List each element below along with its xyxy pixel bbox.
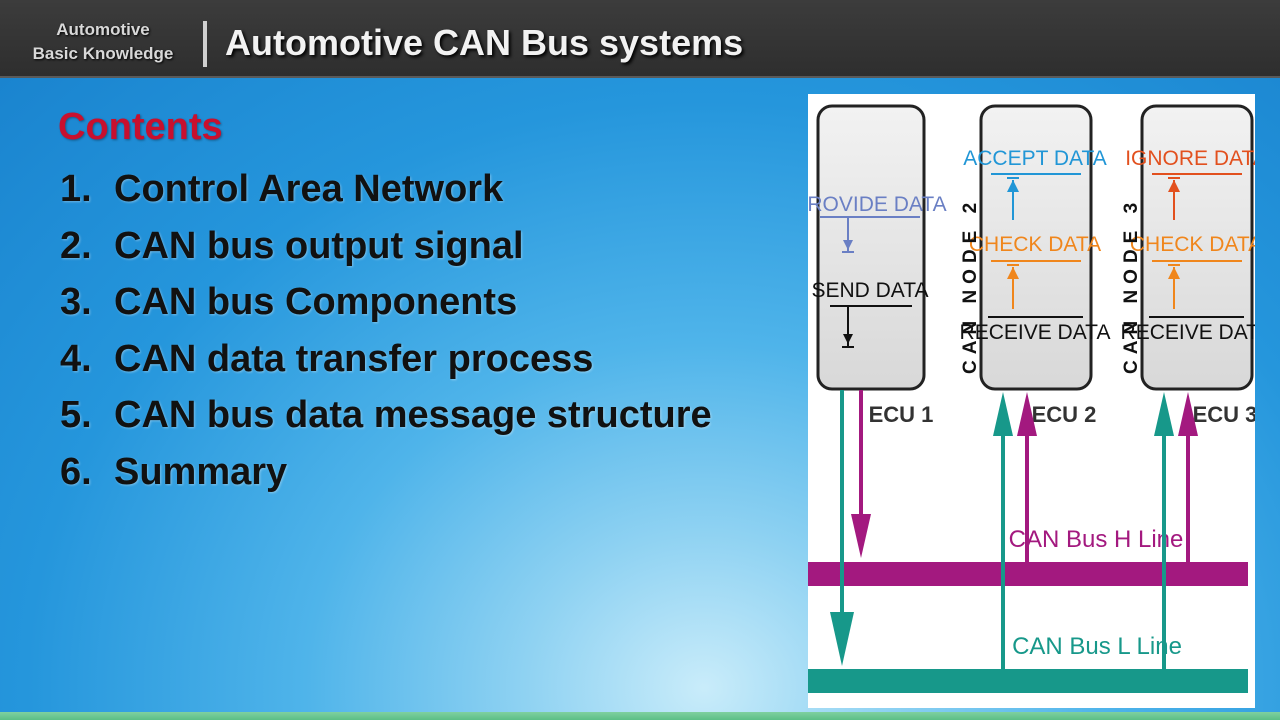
item-label: CAN bus data message structure [114, 394, 712, 436]
list-item: 6. Summary [60, 451, 712, 508]
up-arrow-icon [1178, 392, 1198, 436]
list-item: 1. Control Area Network [60, 168, 712, 225]
can-node-2-label: CAN NODE 2 [960, 197, 981, 374]
contents-heading: Contents [58, 106, 223, 148]
page-title: Automotive CAN Bus systems [225, 22, 744, 63]
brand-line-2: Basic Knowledge [32, 44, 174, 63]
accept-data-text: ACCEPT DATA [963, 147, 1107, 170]
item-number: 3. [60, 281, 92, 323]
can-bus-h-line [808, 562, 1248, 586]
down-arrow-icon [843, 334, 853, 344]
up-arrow-icon [1017, 392, 1037, 436]
bottom-strip [0, 712, 1280, 720]
up-arrow-icon [993, 392, 1013, 436]
down-arrow-icon [851, 514, 871, 558]
item-number: 4. [60, 337, 92, 380]
item-label: CAN data transfer process [114, 337, 594, 380]
up-arrow-icon [1007, 267, 1019, 279]
down-arrow-icon [843, 240, 853, 250]
item-number: 6. [60, 450, 92, 493]
item-number: 2. [60, 224, 92, 267]
contents-list: 1. Control Area Network 2. CAN bus output … [60, 168, 712, 507]
channel-brand: Automotive Basic Knowledge [14, 18, 192, 66]
item-label: Control Area Network [114, 168, 504, 210]
ecu-3-box [1140, 104, 1254, 391]
can-bus-l-line-label: CAN Bus L Line [1012, 633, 1182, 660]
item-number: 5. [60, 394, 92, 436]
check-data-text-ecu2: CHECK DATA [969, 233, 1101, 256]
list-item: 2. CAN bus output signal [60, 225, 712, 282]
receive-data-text-ecu2: RECEIVE DATA [960, 321, 1111, 344]
ignore-data-text: IGNORE DATA [1125, 147, 1255, 170]
item-label: Summary [114, 450, 288, 493]
up-arrow-icon [1007, 180, 1019, 192]
ecu-1-label: ECU 1 [869, 402, 934, 427]
can-node-3-label: CAN NODE 3 [1121, 197, 1142, 374]
ecu-1-box [816, 104, 926, 391]
down-arrow-icon [830, 612, 854, 666]
provide-data-text: PROVIDE DATA [808, 193, 947, 216]
ecu-3-label: ECU 3 [1193, 402, 1255, 427]
up-arrow-icon [1168, 180, 1180, 192]
list-item: 5. CAN bus data message structure [60, 394, 712, 451]
ecu-2-label: ECU 2 [1032, 402, 1097, 427]
header-bar: Automotive Basic Knowledge Automotive CA… [0, 0, 1280, 78]
up-arrow-icon [1168, 267, 1180, 279]
list-item: 4. CAN data transfer process [60, 338, 712, 395]
can-bus-h-line-label: CAN Bus H Line [1009, 526, 1184, 553]
header-divider [203, 21, 207, 67]
check-data-text-ecu3: CHECK DATA [1130, 233, 1255, 256]
item-number: 1. [60, 168, 92, 210]
can-bus-l-line [808, 669, 1248, 693]
item-label: CAN bus output signal [114, 224, 524, 267]
item-label: CAN bus Components [114, 281, 518, 323]
can-bus-diagram-panel: PROVIDE DATA SEND DATA ACCEPT DATA CHECK… [793, 94, 1271, 708]
receive-data-text-ecu3: RECEIVE DATA [1121, 321, 1255, 344]
up-arrow-icon [1154, 392, 1174, 436]
send-data-text: SEND DATA [811, 279, 928, 302]
can-bus-diagram: PROVIDE DATA SEND DATA ACCEPT DATA CHECK… [793, 104, 1271, 693]
ecu-2-box [979, 104, 1093, 391]
brand-line-1: Automotive [56, 20, 150, 39]
list-item: 3. CAN bus Components [60, 281, 712, 338]
